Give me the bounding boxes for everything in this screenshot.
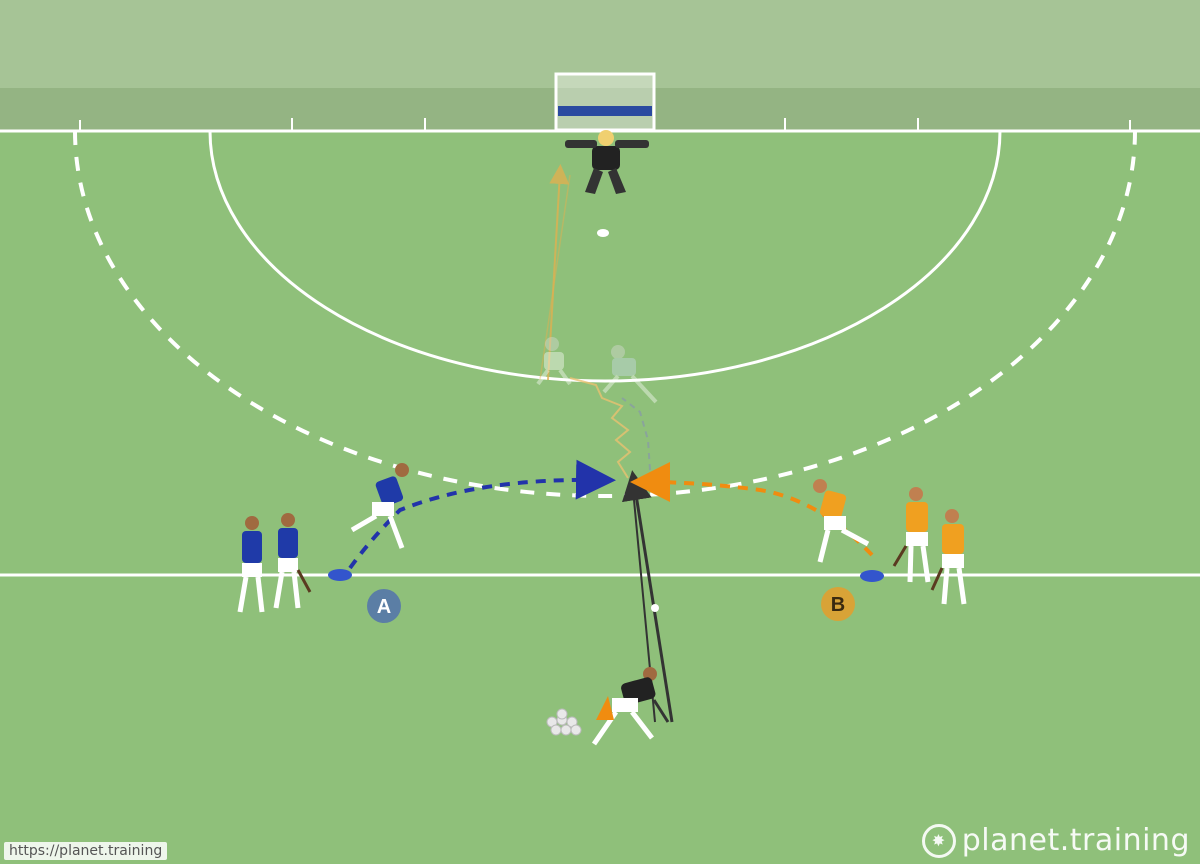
group-label-b-text: B [831,594,845,616]
cone-blue [328,569,352,581]
cone-orange-station [860,570,884,582]
ball-pile [546,708,582,736]
ghost-attacker-1 [536,337,572,386]
brand-text: planet.training [961,823,1190,858]
blue-player-running [350,463,409,549]
group-label-b: B [821,587,855,621]
brand-logo-area: ✸ planet.training [921,823,1190,858]
group-label-a-text: A [377,596,391,618]
support-run-ghost [621,397,651,471]
shooting-circle [208,130,1002,383]
shot-path-2 [539,174,571,381]
blue-player-2 [273,513,312,609]
group-label-a: A [367,589,401,623]
goalkeeper [565,130,649,194]
ghost-attacker-2 [602,345,658,404]
shot-path [547,164,570,381]
source-url[interactable]: https://planet.training [4,842,168,860]
penalty-spot [597,229,609,237]
cone-orange [596,696,614,720]
orange-player-2 [930,509,967,605]
blue-player-1 [237,516,265,613]
orange-player-1 [892,487,931,583]
blue-run [348,459,616,570]
dribble-path [569,377,632,479]
back-line-marks [79,118,1131,131]
pass-line [621,470,674,723]
orange-player-running [813,479,870,563]
ball [651,604,659,612]
goal [554,72,656,132]
planet-logo-icon: ✸ [921,823,956,858]
